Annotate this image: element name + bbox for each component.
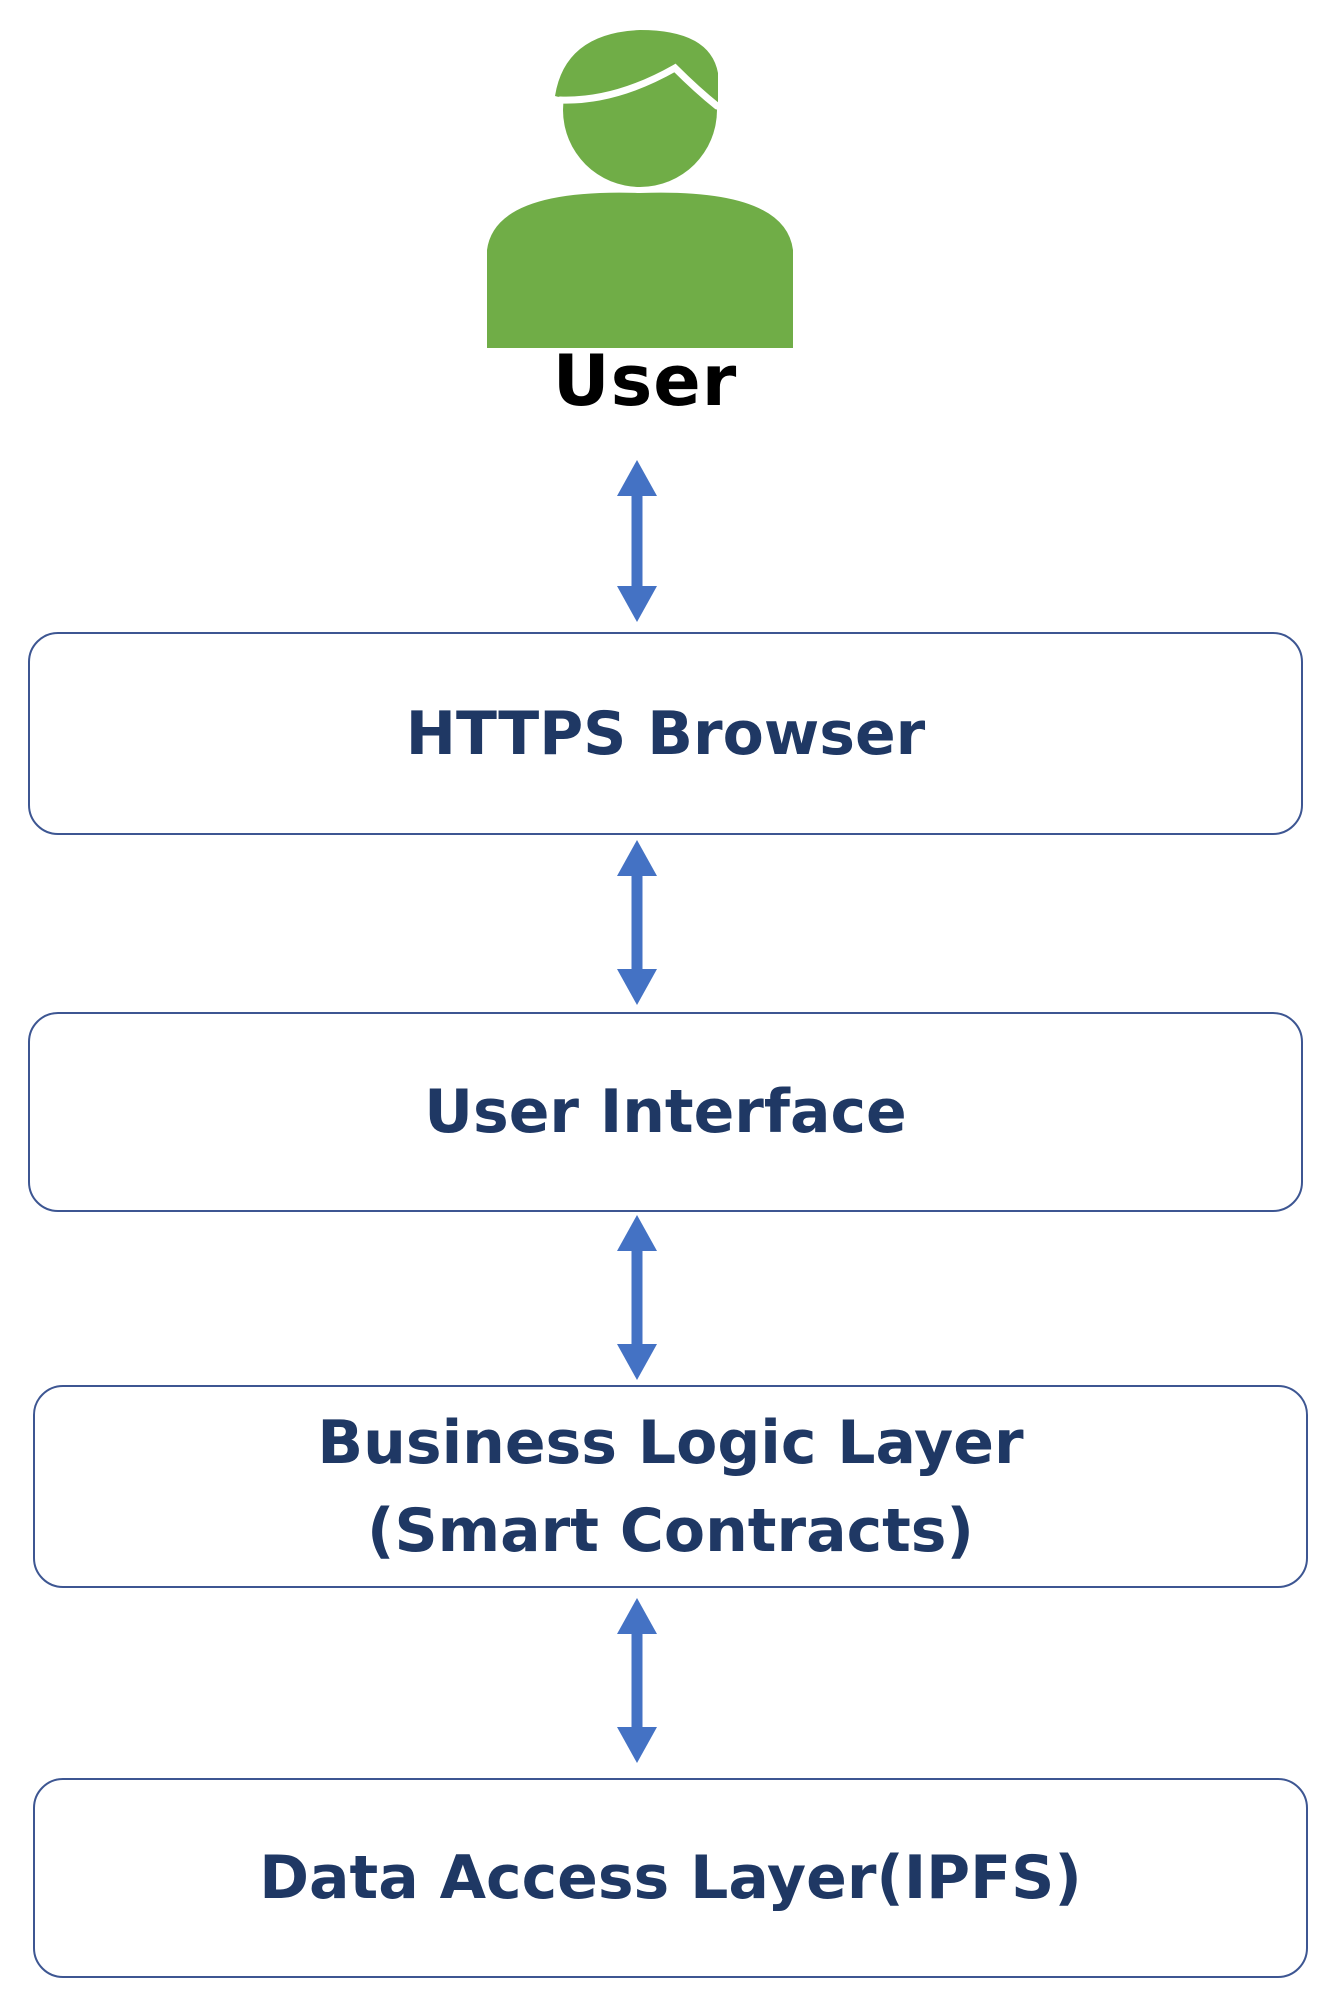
bidirectional-arrow-icon — [617, 1598, 657, 1763]
bidirectional-arrow-icon — [617, 460, 657, 622]
layer-box-business-logic: Business Logic Layer (Smart Contracts) — [33, 1385, 1308, 1588]
layer-box-user-interface: User Interface — [28, 1012, 1303, 1212]
layer-label: HTTPS Browser — [405, 698, 926, 769]
layer-box-data-access: Data Access Layer(IPFS) — [33, 1778, 1308, 1978]
user-label: User — [552, 340, 738, 422]
layer-label: Business Logic Layer — [317, 1407, 1024, 1478]
layer-label: Data Access Layer(IPFS) — [259, 1843, 1082, 1913]
layer-label: User Interface — [424, 1077, 907, 1147]
layer-sublabel: (Smart Contracts) — [367, 1495, 974, 1566]
user-avatar-icon — [487, 30, 793, 348]
layer-box-https-browser: HTTPS Browser — [28, 632, 1303, 835]
bidirectional-arrow-icon — [617, 1215, 657, 1380]
bidirectional-arrow-icon — [617, 840, 657, 1005]
